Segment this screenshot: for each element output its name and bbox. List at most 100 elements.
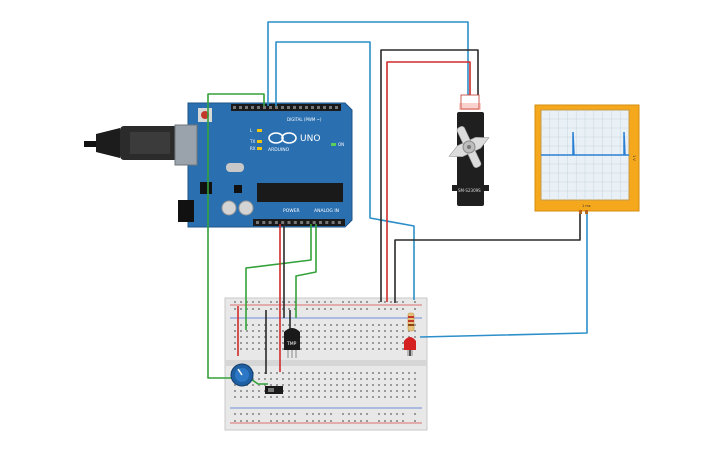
wire-analog-a0[interactable] bbox=[245, 224, 312, 330]
breadboard-hole[interactable] bbox=[306, 372, 308, 374]
breadboard-hole[interactable] bbox=[372, 372, 374, 374]
arduino-pin[interactable] bbox=[263, 106, 266, 109]
breadboard-hole[interactable] bbox=[288, 308, 290, 310]
breadboard-hole[interactable] bbox=[318, 330, 320, 332]
breadboard-hole[interactable] bbox=[330, 330, 332, 332]
breadboard-hole[interactable] bbox=[360, 308, 362, 310]
breadboard-hole[interactable] bbox=[300, 390, 302, 392]
arduino-pin[interactable] bbox=[269, 106, 272, 109]
breadboard-hole[interactable] bbox=[390, 348, 392, 350]
breadboard-hole[interactable] bbox=[258, 336, 260, 338]
breadboard-hole[interactable] bbox=[390, 301, 392, 303]
breadboard-hole[interactable] bbox=[354, 301, 356, 303]
breadboard-hole[interactable] bbox=[306, 348, 308, 350]
breadboard-hole[interactable] bbox=[246, 396, 248, 398]
breadboard-hole[interactable] bbox=[366, 372, 368, 374]
breadboard-hole[interactable] bbox=[390, 396, 392, 398]
breadboard-hole[interactable] bbox=[348, 301, 350, 303]
breadboard-hole[interactable] bbox=[246, 301, 248, 303]
breadboard-hole[interactable] bbox=[294, 413, 296, 415]
breadboard-hole[interactable] bbox=[396, 342, 398, 344]
breadboard-hole[interactable] bbox=[396, 413, 398, 415]
breadboard-hole[interactable] bbox=[324, 390, 326, 392]
breadboard-hole[interactable] bbox=[306, 301, 308, 303]
breadboard-hole[interactable] bbox=[336, 336, 338, 338]
breadboard-hole[interactable] bbox=[348, 336, 350, 338]
breadboard-hole[interactable] bbox=[384, 372, 386, 374]
breadboard-hole[interactable] bbox=[258, 396, 260, 398]
breadboard-hole[interactable] bbox=[324, 308, 326, 310]
breadboard-hole[interactable] bbox=[306, 336, 308, 338]
breadboard-hole[interactable] bbox=[360, 342, 362, 344]
breadboard-hole[interactable] bbox=[300, 348, 302, 350]
breadboard-hole[interactable] bbox=[378, 336, 380, 338]
wire-scope-ground[interactable] bbox=[394, 214, 581, 303]
breadboard-hole[interactable] bbox=[330, 378, 332, 380]
breadboard-hole[interactable] bbox=[402, 372, 404, 374]
breadboard-hole[interactable] bbox=[348, 390, 350, 392]
scope-probe-terminal-2[interactable] bbox=[585, 210, 588, 214]
breadboard-hole[interactable] bbox=[366, 384, 368, 386]
breadboard-hole[interactable] bbox=[234, 390, 236, 392]
arduino-pin[interactable] bbox=[245, 106, 248, 109]
breadboard-hole[interactable] bbox=[342, 308, 344, 310]
arduino-pin[interactable] bbox=[293, 106, 296, 109]
breadboard-hole[interactable] bbox=[348, 396, 350, 398]
breadboard-hole[interactable] bbox=[402, 324, 404, 326]
breadboard-hole[interactable] bbox=[402, 390, 404, 392]
breadboard-hole[interactable] bbox=[372, 384, 374, 386]
arduino-pin[interactable] bbox=[329, 106, 332, 109]
breadboard-hole[interactable] bbox=[396, 390, 398, 392]
arduino-pin[interactable] bbox=[275, 106, 278, 109]
servo-motor[interactable]: SM-S2309S bbox=[440, 94, 498, 206]
breadboard-hole[interactable] bbox=[360, 301, 362, 303]
breadboard-hole[interactable] bbox=[360, 413, 362, 415]
breadboard-hole[interactable] bbox=[312, 308, 314, 310]
breadboard-hole[interactable] bbox=[360, 372, 362, 374]
breadboard-hole[interactable] bbox=[312, 348, 314, 350]
breadboard-hole[interactable] bbox=[402, 336, 404, 338]
arduino-pin[interactable] bbox=[300, 221, 304, 224]
breadboard-hole[interactable] bbox=[396, 372, 398, 374]
breadboard-hole[interactable] bbox=[342, 390, 344, 392]
breadboard-hole[interactable] bbox=[246, 420, 248, 422]
breadboard-hole[interactable] bbox=[294, 324, 296, 326]
breadboard-hole[interactable] bbox=[294, 420, 296, 422]
breadboard-hole[interactable] bbox=[270, 413, 272, 415]
breadboard-hole[interactable] bbox=[342, 396, 344, 398]
breadboard-hole[interactable] bbox=[288, 413, 290, 415]
breadboard-hole[interactable] bbox=[288, 390, 290, 392]
breadboard-hole[interactable] bbox=[252, 324, 254, 326]
arduino-pin[interactable] bbox=[281, 221, 285, 224]
breadboard-hole[interactable] bbox=[372, 348, 374, 350]
breadboard-hole[interactable] bbox=[264, 336, 266, 338]
breadboard-hole[interactable] bbox=[270, 336, 272, 338]
breadboard-hole[interactable] bbox=[342, 324, 344, 326]
breadboard-hole[interactable] bbox=[378, 390, 380, 392]
oscilloscope[interactable]: 1 ms 1 V bbox=[534, 104, 640, 214]
breadboard-hole[interactable] bbox=[414, 378, 416, 380]
breadboard-hole[interactable] bbox=[384, 384, 386, 386]
arduino-pin[interactable] bbox=[239, 106, 242, 109]
breadboard-hole[interactable] bbox=[324, 330, 326, 332]
breadboard-hole[interactable] bbox=[300, 324, 302, 326]
breadboard-hole[interactable] bbox=[390, 324, 392, 326]
breadboard-hole[interactable] bbox=[378, 413, 380, 415]
breadboard-hole[interactable] bbox=[264, 342, 266, 344]
breadboard-hole[interactable] bbox=[294, 384, 296, 386]
breadboard-hole[interactable] bbox=[234, 301, 236, 303]
slide-switch[interactable] bbox=[265, 386, 283, 394]
breadboard-hole[interactable] bbox=[306, 342, 308, 344]
breadboard-hole[interactable] bbox=[402, 384, 404, 386]
breadboard-hole[interactable] bbox=[360, 336, 362, 338]
breadboard-hole[interactable] bbox=[270, 342, 272, 344]
breadboard-hole[interactable] bbox=[366, 390, 368, 392]
breadboard-hole[interactable] bbox=[276, 348, 278, 350]
breadboard-hole[interactable] bbox=[252, 384, 254, 386]
arduino-pin[interactable] bbox=[319, 221, 322, 224]
breadboard-hole[interactable] bbox=[318, 413, 320, 415]
breadboard-hole[interactable] bbox=[234, 342, 236, 344]
breadboard-hole[interactable] bbox=[240, 390, 242, 392]
breadboard-hole[interactable] bbox=[354, 420, 356, 422]
breadboard-hole[interactable] bbox=[360, 324, 362, 326]
